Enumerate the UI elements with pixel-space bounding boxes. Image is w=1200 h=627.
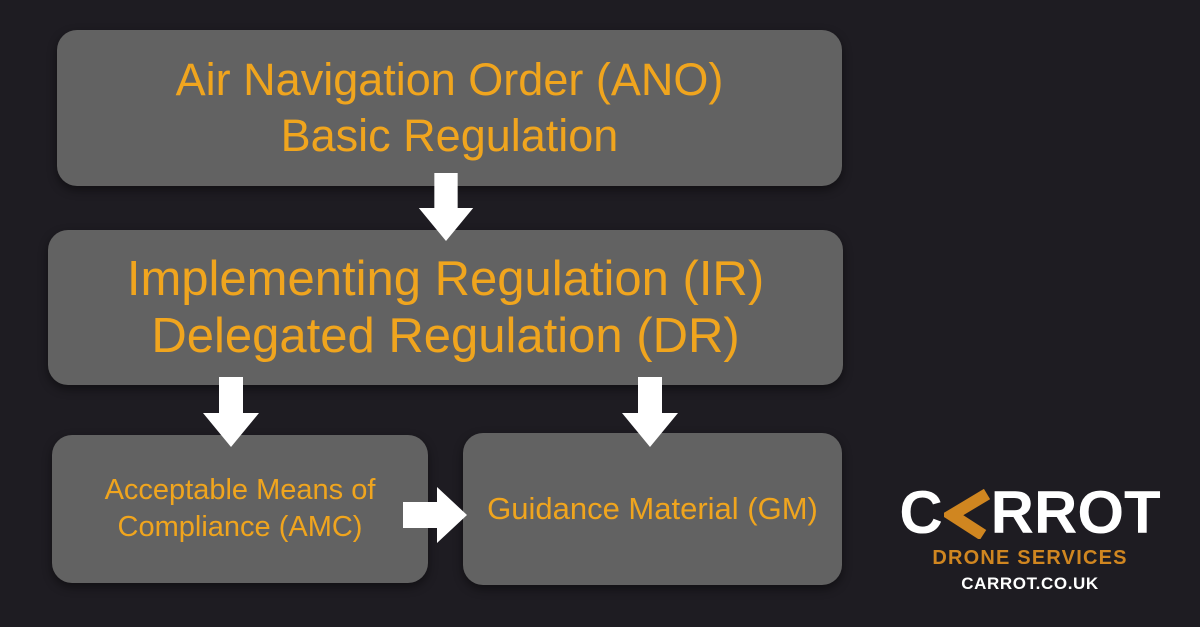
box-ano-line-1: Air Navigation Order (ANO) [175,54,724,105]
box-amc-line-1: Acceptable Means of [104,474,376,506]
carrot-drone-services-logo: C RROT DRONE SERVICES CARROT.CO.UK [880,479,1180,594]
box-guidance-material: Guidance Material (GM) [463,433,842,585]
box-air-navigation-order: Air Navigation Order (ANO) Basic Regulat… [57,30,842,186]
carrot-wordmark: C RROT [899,479,1161,546]
logo-website-url: CARROT.CO.UK [961,574,1099,593]
box-amc-line-2: Compliance (AMC) [117,511,363,543]
down-arrow-irdr-to-amc-icon [203,377,259,447]
box-irdr-line-1: Implementing Regulation (IR) [126,251,765,306]
wordmark-letter-c: C [899,479,943,546]
down-arrow-ano-to-irdr-icon [418,173,474,241]
box-acceptable-means-of-compliance: Acceptable Means of Compliance (AMC) [52,435,428,583]
box-implementing-delegated-regulation: Implementing Regulation (IR) Delegated R… [48,230,843,385]
box-ano-line-2: Basic Regulation [280,110,619,161]
wordmark-letters-rrot: RROT [990,479,1161,546]
carrot-chevron-icon [943,489,990,539]
logo-tagline: DRONE SERVICES [932,547,1128,569]
box-gm-line-1: Guidance Material (GM) [487,491,818,526]
right-arrow-amc-to-gm-icon [403,487,467,543]
down-arrow-irdr-to-gm-icon [622,377,678,447]
box-irdr-line-2: Delegated Regulation (DR) [151,308,740,363]
